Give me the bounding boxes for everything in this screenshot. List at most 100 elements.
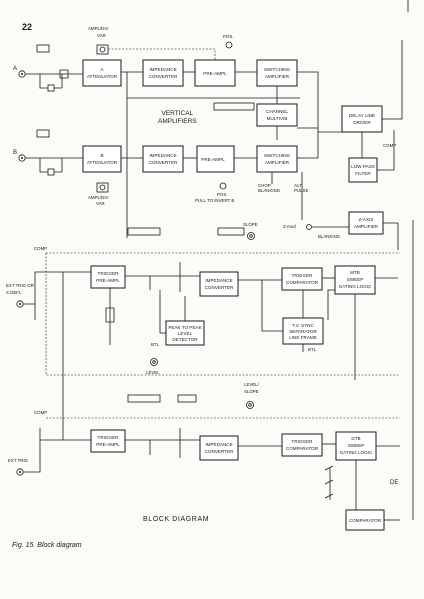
pre-ampl-b-block: PRE-AMPL [196, 145, 235, 173]
dtb-outputs [329, 445, 400, 510]
svg-text:POS: POS [217, 192, 226, 197]
impedance-converter-t2-block: IMPEDANCE CONVERTER [199, 435, 239, 461]
wire-trig-preampl-1-to-imp [125, 262, 200, 292]
svg-text:GATING LOGIC: GATING LOGIC [339, 284, 373, 289]
svg-text:CHANNEL: CHANNEL [266, 109, 288, 114]
delay-line-output [361, 40, 403, 158]
svg-text:AMPL/DIV: AMPL/DIV [88, 26, 109, 31]
svg-text:AMPL/DIV: AMPL/DIV [88, 195, 109, 200]
wire-trig-preampl-2-to-imp [125, 428, 200, 458]
dtb-mode-switches [324, 465, 334, 499]
mode-pushbuttons [213, 102, 255, 111]
svg-text:PULL TO INVERT B: PULL TO INVERT B [195, 198, 234, 203]
btl-label-2: BTL [308, 347, 317, 352]
svg-text:PRE-AMPL: PRE-AMPL [201, 157, 225, 162]
z-axis-wires [312, 222, 399, 250]
svg-text:TRIGGER: TRIGGER [98, 435, 120, 440]
alt-pulse-label: ALT [294, 183, 302, 188]
svg-text:DETECTOR: DETECTOR [172, 337, 198, 342]
chop-blanking-label-2: BLANKING [258, 188, 281, 193]
z-mod-input-connector [306, 224, 312, 230]
tv-sync-wiring [261, 280, 304, 352]
svg-text:AMPLIFIER: AMPLIFIER [265, 74, 290, 79]
ampl-div-var-a-control: AMPL/DIV VAR [88, 26, 109, 55]
svg-text:GATING LOGIC: GATING LOGIC [340, 450, 374, 455]
input-a-label: A [13, 66, 17, 72]
svg-text:IMPEDANCE: IMPEDANCE [205, 442, 232, 447]
svg-text:POS.: POS. [223, 34, 234, 39]
svg-text:Z-AXIS: Z-AXIS [359, 217, 374, 222]
z-axis-amplifier-block: Z-AXIS AMPLIFIER [348, 211, 384, 235]
comparator-block: COMPARATOR [345, 509, 385, 531]
comp-label-1: COMP [34, 246, 47, 251]
svg-text:LINE FRAME: LINE FRAME [289, 335, 317, 340]
svg-text:FILTER: FILTER [355, 171, 371, 176]
impedance-converter-t1-block: IMPEDANCE CONVERTER [199, 271, 239, 297]
svg-text:PEAK TO PEAK: PEAK TO PEAK [168, 325, 202, 330]
figure-caption: Fig. 15. Block diagram [12, 542, 82, 549]
mtb-outputs [327, 277, 398, 380]
peak-to-peak-detector-block: PEAK TO PEAK LEVEL DETECTOR [165, 320, 205, 346]
ext-trig-2-wiring [23, 428, 91, 473]
pre-ampl-a-block: PRE-AMPL [194, 59, 236, 87]
wire-switching-b-up [297, 132, 319, 159]
z-mod-label: Z-mod [283, 224, 296, 229]
svg-text:COMPARATOR: COMPARATOR [286, 280, 319, 285]
blanking-wires [271, 172, 303, 220]
delay-line-driver-block: DELAY LINE DRIVER [341, 105, 383, 133]
trigger-bias-network [105, 288, 115, 345]
btl-label: BTL [151, 342, 160, 347]
alt-pulse-label-2: PULSE [294, 188, 308, 193]
svg-text:CONVERTER: CONVERTER [205, 449, 234, 454]
trigger-comparator-2-block: TRIGGER COMPARATOR [281, 433, 323, 457]
mtb-sweep-gating-logic-block: MTB SWEEP GATING LOGIC [334, 265, 376, 295]
comp-label-top: COMP [383, 143, 396, 148]
ampl-div-var-b-control: AMPL/DIV VAR [88, 182, 109, 206]
impedance-converter-b-block: IMPEDANCE CONVERTER [142, 145, 184, 173]
svg-text:SEPARATOR: SEPARATOR [289, 329, 317, 334]
input-b-label: B [13, 150, 17, 156]
svg-text:EXT TRIG: EXT TRIG [8, 458, 29, 463]
edge-letters: DE [390, 480, 398, 486]
svg-text:MULTIVIB: MULTIVIB [267, 116, 288, 121]
svg-text:DTB: DTB [351, 436, 360, 441]
switching-amplifier-a-block: SWITCHING AMPLIFIER [256, 59, 298, 87]
input-a-coupling-wiring [25, 69, 83, 89]
svg-text:ATTENUATOR: ATTENUATOR [87, 74, 118, 79]
wire-switching-a-to-delay [297, 71, 342, 133]
svg-text:LEVEL: LEVEL [178, 331, 193, 336]
svg-text:DELAY LINE: DELAY LINE [349, 113, 375, 118]
input-b-ac-switch [47, 168, 55, 176]
lpf-output [377, 130, 395, 171]
mtb-trigger-source-pushbuttons [127, 227, 161, 236]
input-b-connector: B [13, 150, 26, 162]
block-diagram-title: BLOCK DIAGRAM [143, 516, 210, 523]
svg-text:PRE-AMPL: PRE-AMPL [96, 442, 120, 447]
mtb-trigger-dashed-frame [45, 252, 400, 376]
svg-text:PRE-AMPL: PRE-AMPL [203, 71, 227, 76]
input-b-coupling-wiring [25, 157, 83, 173]
svg-text:AMPLIFIER: AMPLIFIER [265, 160, 290, 165]
svg-text:IMPEDANCE: IMPEDANCE [149, 153, 176, 158]
level-slope-2-control: LEVEL/ SLOPE [244, 382, 260, 409]
impedance-converter-a-block: IMPEDANCE CONVERTER [142, 59, 184, 87]
trigger-pre-ampl-1-block: TRIGGER PRE-AMPL [90, 265, 126, 289]
svg-text:COMPARATOR: COMPARATOR [349, 518, 382, 523]
svg-text:TRIGGER: TRIGGER [98, 271, 120, 276]
svg-text:SWEEP: SWEEP [348, 443, 365, 448]
level-1-control: LEVEL [146, 358, 160, 375]
svg-text:T.V. SYNC: T.V. SYNC [292, 323, 314, 328]
svg-text:CONVERTER: CONVERTER [149, 74, 178, 79]
blanking-label: BLANKING [318, 234, 341, 239]
dtb-trigger-source-pushbuttons [127, 394, 161, 403]
input-a-coupling-pushbuttons [36, 44, 50, 53]
attenuator-a-block: A ATTENUATOR [82, 59, 122, 87]
svg-text:LEVEL/: LEVEL/ [244, 382, 260, 387]
switching-amplifier-b-block: SWITCHING AMPLIFIER [256, 145, 298, 173]
dtb-sweep-gating-logic-block: DTB SWEEP GATING LOGIC [335, 431, 377, 461]
svg-text:VAR: VAR [97, 33, 106, 38]
slope-1-control: SLOPE [243, 222, 258, 240]
mtb-coupling-pushbuttons [217, 227, 245, 236]
